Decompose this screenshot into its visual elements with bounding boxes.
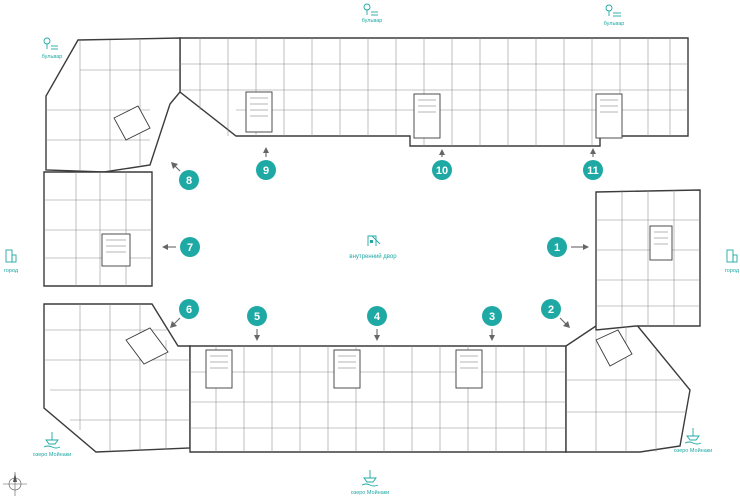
- section-8[interactable]: 8: [171, 162, 199, 190]
- section-number-10: 10: [436, 165, 448, 177]
- city-left: город: [4, 249, 19, 274]
- wing-south: [189, 345, 567, 453]
- section-badge-5[interactable]: [247, 306, 267, 326]
- section-7[interactable]: 7: [162, 237, 200, 257]
- section-badge-8[interactable]: [179, 170, 199, 190]
- section-number-7: 7: [187, 242, 193, 254]
- section-number-11: 11: [587, 165, 599, 177]
- boulevard-label-top: бульвар: [362, 18, 383, 24]
- wing-southwest: [43, 303, 191, 453]
- city-label-right: город: [725, 268, 740, 274]
- section-badge-7[interactable]: [180, 237, 200, 257]
- section-3[interactable]: 3: [482, 306, 502, 341]
- lake-label-right: озеро Мойнаки: [674, 447, 713, 454]
- section-number-5: 5: [254, 311, 260, 323]
- boulevard-top-right: бульвар: [604, 4, 625, 27]
- section-number-9: 9: [263, 165, 269, 177]
- section-badge-10[interactable]: [432, 160, 452, 180]
- lake-bottom-center: озеро Мойнаки: [351, 470, 390, 496]
- section-number-6: 6: [186, 304, 192, 316]
- section-9[interactable]: 9: [256, 147, 276, 180]
- wing-southeast: [565, 323, 691, 453]
- courtyard: внутренний двор: [349, 235, 397, 260]
- courtyard-label: внутренний двор: [349, 253, 397, 260]
- west-apartment-grid: [44, 172, 152, 286]
- boulevard-top-center: бульвар: [362, 3, 383, 24]
- section-6[interactable]: 6: [170, 299, 199, 328]
- lake-label-left: озеро Мойнаки: [33, 451, 72, 458]
- section-2[interactable]: 2: [541, 299, 570, 328]
- lake-label-center: озеро Мойнаки: [351, 489, 390, 496]
- north-apartment-grid: [180, 38, 688, 146]
- section-badge-1[interactable]: [547, 237, 567, 257]
- section-badge-2[interactable]: [541, 299, 561, 319]
- boat-icon: [361, 470, 379, 487]
- section-11[interactable]: 11: [583, 148, 603, 180]
- boat-icon: [43, 432, 61, 449]
- section-5[interactable]: 5: [247, 306, 267, 341]
- section-number-3: 3: [489, 311, 495, 323]
- lake-bottom-left: озеро Мойнаки: [33, 432, 72, 458]
- section-badge-11[interactable]: [583, 160, 603, 180]
- stair-hatching: [106, 97, 668, 369]
- boat-icon: [684, 428, 702, 445]
- section-4[interactable]: 4: [367, 306, 387, 341]
- wing-northwest: [45, 37, 181, 173]
- boulevard-label-left: бульвар: [42, 54, 63, 60]
- city-label-left: город: [4, 268, 19, 274]
- section-badge-9[interactable]: [256, 160, 276, 180]
- city-right: город: [725, 249, 740, 274]
- section-badge-4[interactable]: [367, 306, 387, 326]
- wing-north: [179, 37, 689, 147]
- east-apartment-grid: [566, 190, 700, 452]
- boulevard-top-left: бульвар: [42, 37, 63, 60]
- compass-rose-icon: [3, 472, 27, 496]
- section-10[interactable]: 10: [432, 149, 452, 180]
- south-apartment-grid: [190, 346, 566, 452]
- section-number-8: 8: [186, 175, 192, 187]
- section-number-2: 2: [548, 304, 554, 316]
- building-icon: [5, 249, 17, 263]
- bench-tree-icon: [605, 4, 621, 17]
- section-number-1: 1: [554, 242, 560, 254]
- wing-west: [43, 171, 153, 287]
- section-number-4: 4: [374, 311, 381, 323]
- section-badge-6[interactable]: [179, 299, 199, 319]
- building-icon: [726, 249, 738, 263]
- northwest-apartment-grid: [46, 40, 180, 170]
- bench-tree-icon: [43, 37, 58, 50]
- lake-bottom-right: озеро Мойнаки: [674, 428, 713, 454]
- bench-tree-icon: [363, 3, 378, 16]
- southwest-apartment-grid: [44, 304, 190, 450]
- playground-icon: [367, 235, 381, 246]
- section-badge-3[interactable]: [482, 306, 502, 326]
- section-1[interactable]: 1: [547, 237, 589, 257]
- boulevard-label-top-right: бульвар: [604, 21, 625, 27]
